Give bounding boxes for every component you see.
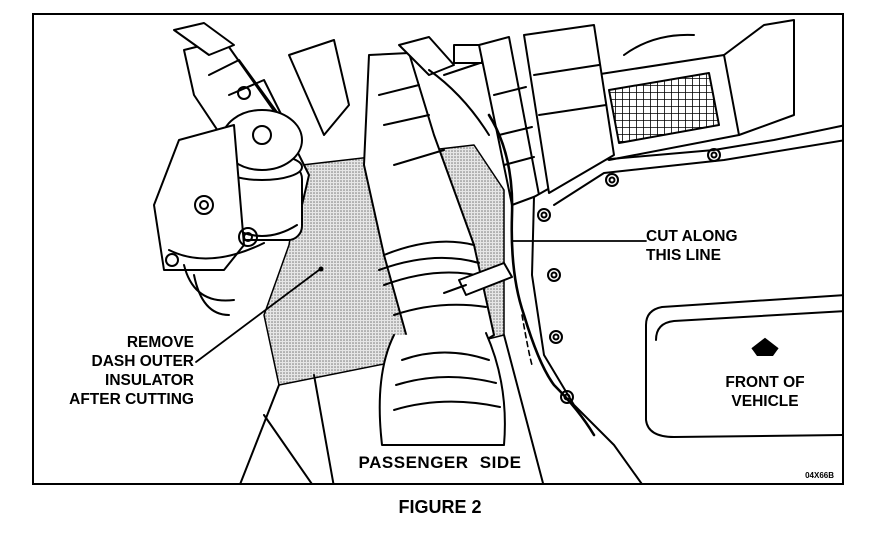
remove-line-4: AFTER CUTTING bbox=[69, 391, 194, 408]
cut-line-1: CUT ALONG bbox=[646, 228, 738, 245]
front-direction-arrow-icon bbox=[751, 337, 779, 356]
illustration bbox=[153, 19, 842, 483]
front-line-1: FRONT OF bbox=[725, 374, 805, 391]
cut-line-2: THIS LINE bbox=[646, 247, 721, 264]
cut-line-label: CUT ALONG THIS LINE bbox=[646, 227, 738, 265]
passenger-side-label: PASSENGER SIDE bbox=[358, 453, 522, 472]
figure-caption: FIGURE 2 bbox=[398, 497, 482, 517]
remove-line-2: DASH OUTER bbox=[91, 353, 194, 370]
front-of-vehicle-label: FRONT OF VEHICLE bbox=[710, 373, 820, 411]
remove-insulator-label: REMOVE DASH OUTER INSULATOR AFTER CUTTIN… bbox=[36, 333, 194, 409]
figure-code: 04X66B bbox=[805, 471, 834, 480]
figure-frame: REMOVE DASH OUTER INSULATOR AFTER CUTTIN… bbox=[32, 13, 844, 485]
remove-line-3: INSULATOR bbox=[105, 372, 194, 389]
front-line-2: VEHICLE bbox=[731, 393, 799, 410]
remove-line-1: REMOVE bbox=[126, 334, 194, 351]
